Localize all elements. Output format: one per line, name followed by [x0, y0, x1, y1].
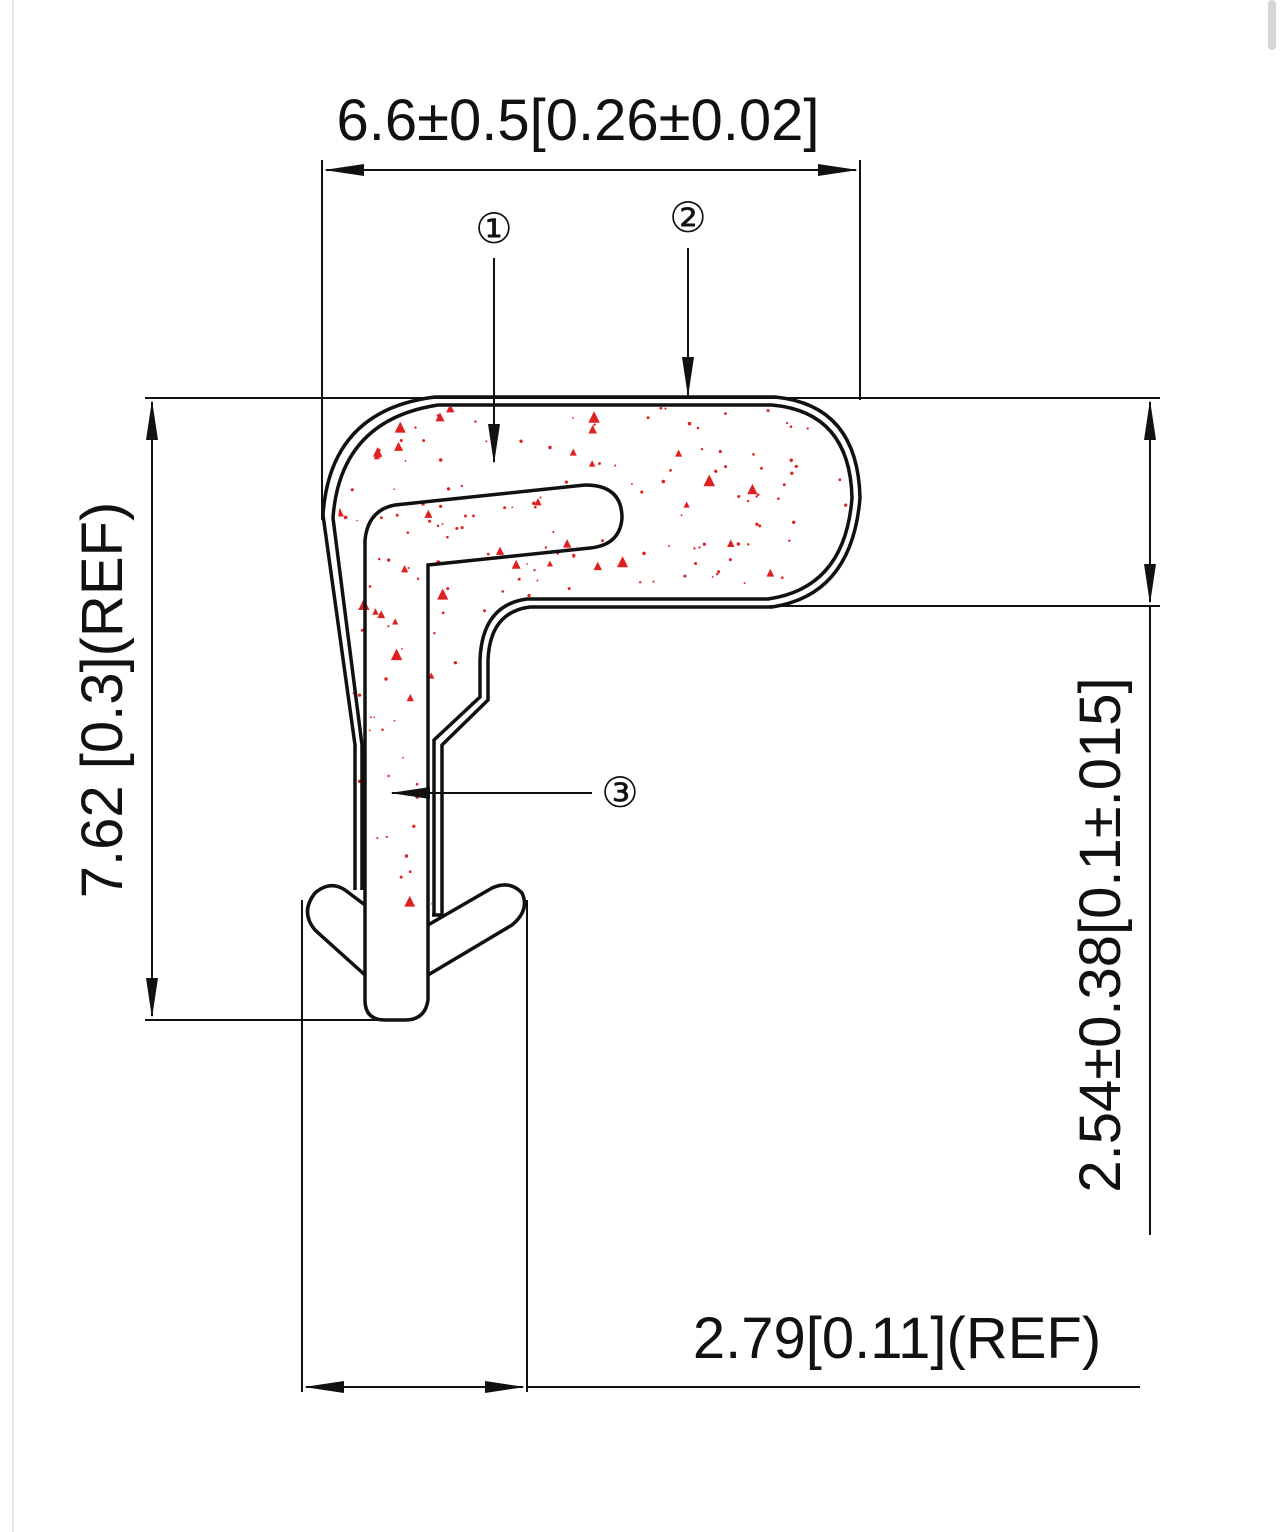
page-edge-left	[12, 0, 14, 1532]
dim-height-left: 7.62 [0.3](REF)	[70, 502, 135, 898]
callout-1: ①	[475, 207, 513, 253]
dim-width-bottom: 2.79[0.11](REF)	[693, 1306, 1101, 1371]
clip-core	[363, 483, 624, 1022]
seal-inner-outline	[331, 403, 854, 915]
dim-width-top: 6.6±0.5[0.26±0.02]	[337, 88, 820, 153]
seal-outer-outline	[321, 395, 862, 917]
left-fin	[305, 883, 367, 977]
scrollbar-handle[interactable]	[1268, 0, 1276, 50]
callout-2: ②	[669, 196, 707, 242]
foam-speckle-fill	[338, 407, 848, 915]
right-fin	[427, 883, 527, 977]
callout-3: ③	[601, 771, 639, 817]
dim-height-right: 2.54±0.38[0.1±.015]	[1068, 677, 1133, 1192]
